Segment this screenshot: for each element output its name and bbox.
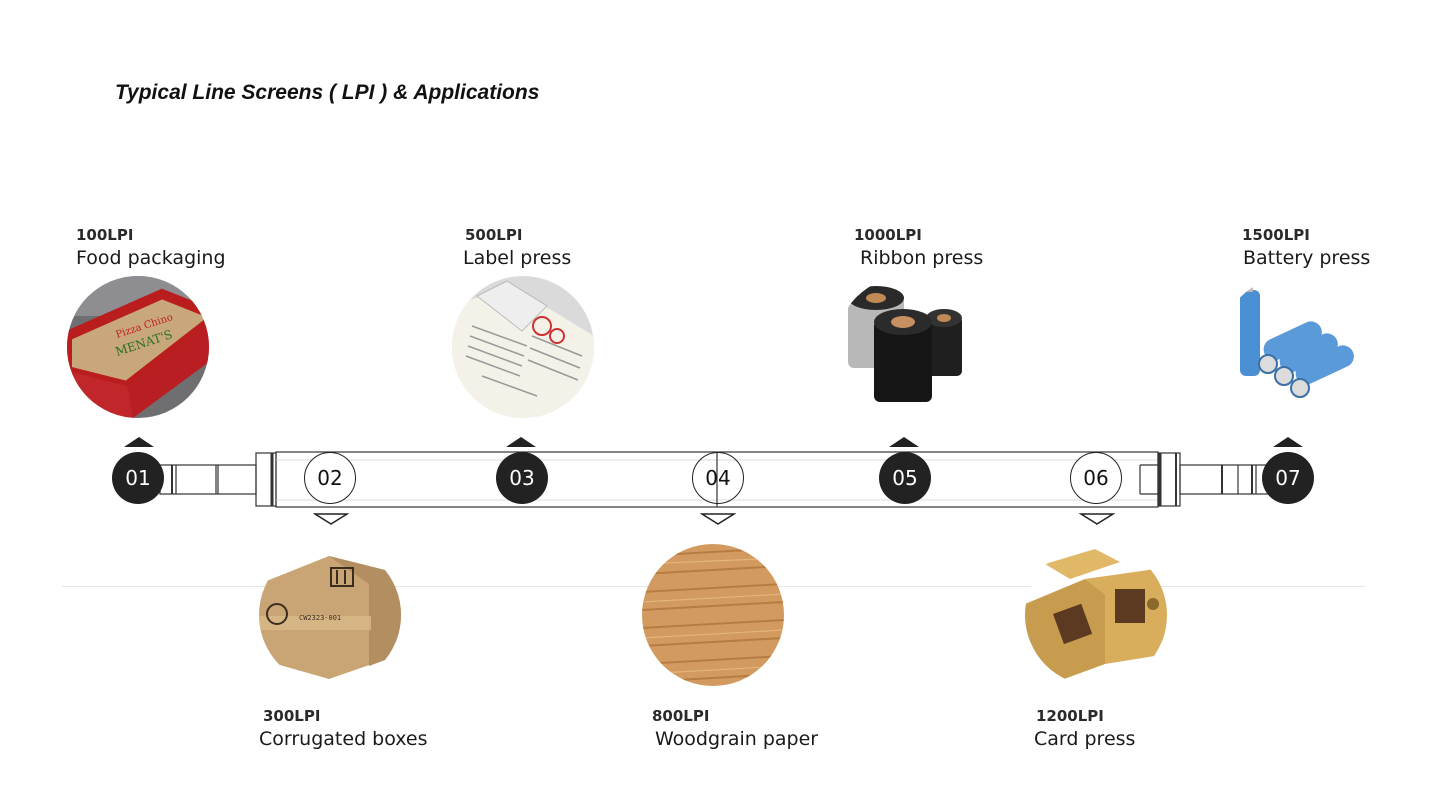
lpi-value: 500LPI [465,226,523,244]
lpi-value: 800LPI [652,707,710,725]
item-06-label: 1200LPI Card press [1034,707,1136,750]
step-node-06: 06 [1070,452,1122,504]
pointer-up-icon [506,437,536,447]
lpi-value: 1200LPI [1036,707,1104,725]
lpi-value: 300LPI [263,707,321,725]
pointer-up-icon [1273,437,1303,447]
application-name: Battery press [1243,247,1371,269]
card-boxes-photo [1025,544,1167,686]
lpi-value: 1500LPI [1242,226,1310,244]
application-name: Ribbon press [860,247,984,269]
application-name: Corrugated boxes [259,728,428,750]
pointer-down-icon [700,513,736,525]
step-node-05: 05 [879,452,931,504]
pointer-up-icon [124,437,154,447]
item-07-label: 1500LPI Battery press [1242,226,1370,269]
pointer-down-icon [313,513,349,525]
corrugated-box-photo: CW2323-001 [259,544,401,686]
item-05-label: 1000LPI Ribbon press [854,226,983,269]
application-name: Label press [463,247,572,269]
step-node-03: 03 [496,452,548,504]
food-box-photo: Pizza Chino MENAT'S [67,276,209,418]
label-roll-photo [452,276,594,418]
step-node-07: 07 [1262,452,1314,504]
woodgrain-photo [642,544,784,686]
pointer-up-icon [889,437,919,447]
lpi-value: 1000LPI [854,226,922,244]
item-02-label: 300LPI Corrugated boxes [259,707,428,750]
step-node-04: 04 [692,452,744,504]
lpi-value: 100LPI [76,226,134,244]
pointer-down-icon [1079,513,1115,525]
application-name: Woodgrain paper [655,728,819,750]
svg-text:CW2323-001: CW2323-001 [299,614,341,622]
page-title: Typical Line Screens ( LPI ) & Applicati… [115,81,540,104]
battery-cells-photo [1220,276,1362,418]
application-name: Food packaging [76,247,226,269]
item-03-label: 500LPI Label press [463,226,571,269]
item-04-label: 800LPI Woodgrain paper [652,707,818,750]
ribbon-rolls-photo [836,276,978,418]
step-node-02: 02 [304,452,356,504]
step-node-01: 01 [112,452,164,504]
item-01-label: 100LPI Food packaging [76,226,226,269]
application-name: Card press [1034,728,1136,750]
